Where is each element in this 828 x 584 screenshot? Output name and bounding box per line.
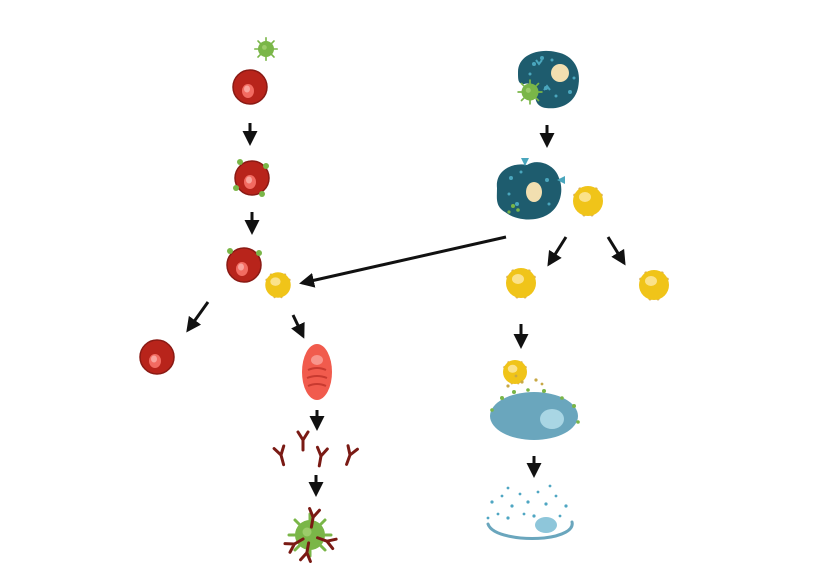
arrow-to-plasma xyxy=(291,314,305,339)
arrows xyxy=(186,123,626,497)
antibody-icon xyxy=(340,444,359,468)
arrow-helper-t-to-b-cell xyxy=(299,235,507,288)
macrophage-presenting xyxy=(496,158,565,220)
b-cell-antigen-bound xyxy=(233,159,269,197)
b-cell-activated xyxy=(227,248,262,282)
memory-t-cell xyxy=(639,270,669,300)
arrow-to-active-t xyxy=(547,236,568,267)
helper-t-cell-active xyxy=(506,268,536,298)
infected-cell xyxy=(490,374,580,440)
neutralized-virus xyxy=(283,507,338,563)
arrow-to-memory-b xyxy=(186,301,210,333)
b-cell-naive xyxy=(233,70,267,104)
macrophage-engulfing xyxy=(517,50,580,109)
memory-b-cell xyxy=(140,340,174,374)
antibody-icon xyxy=(312,445,329,469)
plasma-cell xyxy=(302,344,332,400)
antibody-icon xyxy=(296,430,310,452)
antibodies xyxy=(272,430,359,469)
antibody-icon xyxy=(272,444,290,468)
arrow-to-memory-t xyxy=(606,236,626,266)
lysed-cell xyxy=(486,484,574,540)
helper-t-cell-bound xyxy=(265,272,291,298)
virus-icon xyxy=(254,36,279,62)
helper-t-cell-presented xyxy=(573,186,603,216)
t-cell-attacking xyxy=(503,360,527,384)
